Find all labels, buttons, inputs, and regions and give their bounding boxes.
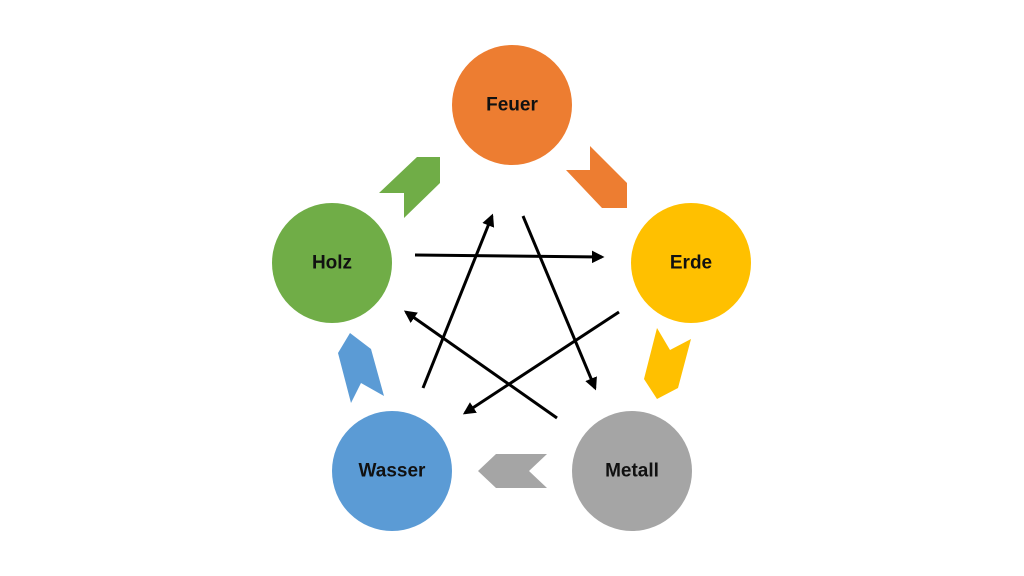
chevron-feuer-to-erde [566, 146, 627, 208]
node-metall-circle [572, 411, 692, 531]
node-erde-label: Erde [670, 253, 712, 274]
node-wasser-label: Wasser [359, 461, 426, 482]
node-holz-circle [272, 203, 392, 323]
node-feuer: Feuer [452, 45, 572, 165]
chevron-metall-to-wasser [478, 454, 547, 488]
node-holz-label: Holz [312, 253, 352, 274]
node-feuer-label: Feuer [486, 95, 538, 116]
node-erde-circle [631, 203, 751, 323]
node-holz: Holz [272, 203, 392, 323]
node-wasser: Wasser [332, 411, 452, 531]
chevron-wasser-to-holz [338, 333, 384, 403]
chevron-holz-to-feuer [379, 157, 440, 218]
arrow-feuer-to-metall [521, 215, 597, 391]
node-erde: Erde [631, 203, 751, 323]
arrow-erde-to-wasser [462, 310, 620, 415]
generating-cycle [338, 146, 691, 488]
node-metall: Metall [572, 411, 692, 531]
controlling-cycle [403, 213, 620, 420]
arrow-metall-to-holz [403, 310, 558, 420]
node-feuer-circle [452, 45, 572, 165]
node-metall-label: Metall [605, 461, 659, 482]
chevron-erde-to-metall [644, 328, 691, 399]
arrow-wasser-to-feuer [421, 213, 495, 389]
node-wasser-circle [332, 411, 452, 531]
arrow-holz-to-erde [414, 250, 605, 264]
